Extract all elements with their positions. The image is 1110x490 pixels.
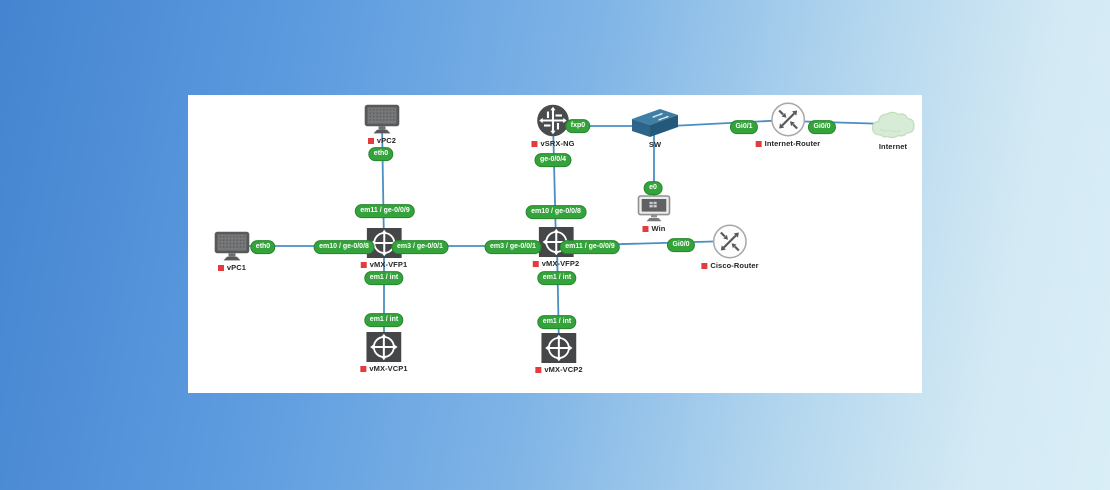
interface-label: em1 / int: [537, 315, 577, 329]
device-name: vMX-VCP1: [369, 364, 408, 373]
device-name: Win: [651, 224, 666, 233]
interface-label: e0: [643, 181, 663, 195]
device-label: vMX-VFP2: [532, 259, 580, 268]
interface-label: em3 / ge-0/0/1: [391, 240, 449, 254]
interface-label: eth0: [368, 147, 394, 161]
device-name: SW: [648, 140, 662, 149]
interface-label: fxp0: [565, 119, 591, 133]
interface-label: em3 / ge-0/0/1: [484, 240, 542, 254]
link-vsrx-ng-vmx-vfp2[interactable]: [552, 120, 557, 245]
status-square: [535, 366, 542, 373]
device-vmx-vcp2[interactable]: vMX-VCP2: [535, 333, 583, 374]
status-square: [217, 264, 224, 271]
device-vsrx-ng[interactable]: vSRX-NG: [531, 104, 574, 148]
monitor-icon: [364, 104, 400, 134]
device-label: vMX-VFP1: [360, 260, 408, 269]
status-square: [360, 261, 367, 268]
device-sw[interactable]: SW: [631, 107, 679, 149]
status-square: [531, 140, 538, 147]
cloud-icon: [870, 109, 916, 140]
interface-label: em1 / int: [537, 271, 577, 285]
device-label: Internet-Router: [755, 139, 821, 148]
link-vpc2-vmx-vfp1[interactable]: [381, 122, 385, 246]
interface-label: Gi0/1: [729, 120, 759, 134]
device-label: SW: [649, 140, 661, 149]
device-vmx-vcp1[interactable]: vMX-VCP1: [360, 332, 408, 373]
status-square: [360, 365, 367, 372]
link-vmx-vfp2-vmx-vcp2[interactable]: [556, 245, 560, 348]
device-name: vMX-VFP2: [541, 259, 580, 268]
status-square: [755, 140, 762, 147]
device-name: Internet: [878, 142, 908, 151]
juniper-circle-icon: [536, 104, 569, 137]
interface-label: em1 / int: [364, 271, 404, 285]
interface-label: Gi0/0: [807, 120, 837, 134]
link-sw-internet-router[interactable]: [670, 119, 789, 127]
monitor-icon: [214, 231, 250, 261]
router-circle-icon: [712, 224, 747, 259]
device-cisco-router[interactable]: Cisco-Router: [701, 224, 759, 270]
device-label: vPC1: [217, 263, 247, 272]
device-win[interactable]: Win: [637, 195, 671, 233]
device-label: Internet: [879, 142, 907, 151]
monitor-win-icon: [637, 195, 671, 222]
device-internet[interactable]: Internet: [870, 109, 916, 151]
device-name: Cisco-Router: [710, 261, 759, 270]
device-name: vPC1: [226, 263, 247, 272]
interface-label: Gi0/0: [666, 238, 696, 252]
device-vpc1[interactable]: vPC1: [214, 231, 250, 272]
device-vpc2[interactable]: vPC2: [364, 104, 400, 145]
interface-label: eth0: [250, 240, 276, 254]
juniper-square-icon: [366, 332, 402, 362]
device-label: Win: [642, 224, 666, 233]
device-label: Cisco-Router: [701, 261, 759, 270]
interface-label: em11 / ge-0/0/9: [559, 240, 621, 254]
device-name: vMX-VCP2: [544, 365, 583, 374]
device-name: vMX-VFP1: [369, 260, 408, 269]
device-label: vPC2: [367, 136, 397, 145]
interface-label: em10 / ge-0/0/8: [313, 240, 375, 254]
device-label: vSRX-NG: [531, 139, 574, 148]
interface-label: em1 / int: [364, 313, 404, 327]
interface-label: em10 / ge-0/0/8: [525, 205, 587, 219]
device-name: vPC2: [376, 136, 397, 145]
status-square: [367, 137, 374, 144]
juniper-square-icon: [541, 333, 577, 363]
status-square: [642, 225, 649, 232]
interface-label: em11 / ge-0/0/9: [354, 204, 416, 218]
device-label: vMX-VCP1: [360, 364, 408, 373]
switch-icon: [631, 107, 679, 138]
device-label: vMX-VCP2: [535, 365, 583, 374]
router-circle-icon: [770, 102, 805, 137]
device-internet-router[interactable]: Internet-Router: [755, 102, 821, 148]
device-name: vSRX-NG: [540, 139, 575, 148]
interface-label: ge-0/0/4: [534, 153, 572, 167]
status-square: [532, 260, 539, 267]
device-name: Internet-Router: [764, 139, 821, 148]
status-square: [701, 262, 708, 269]
